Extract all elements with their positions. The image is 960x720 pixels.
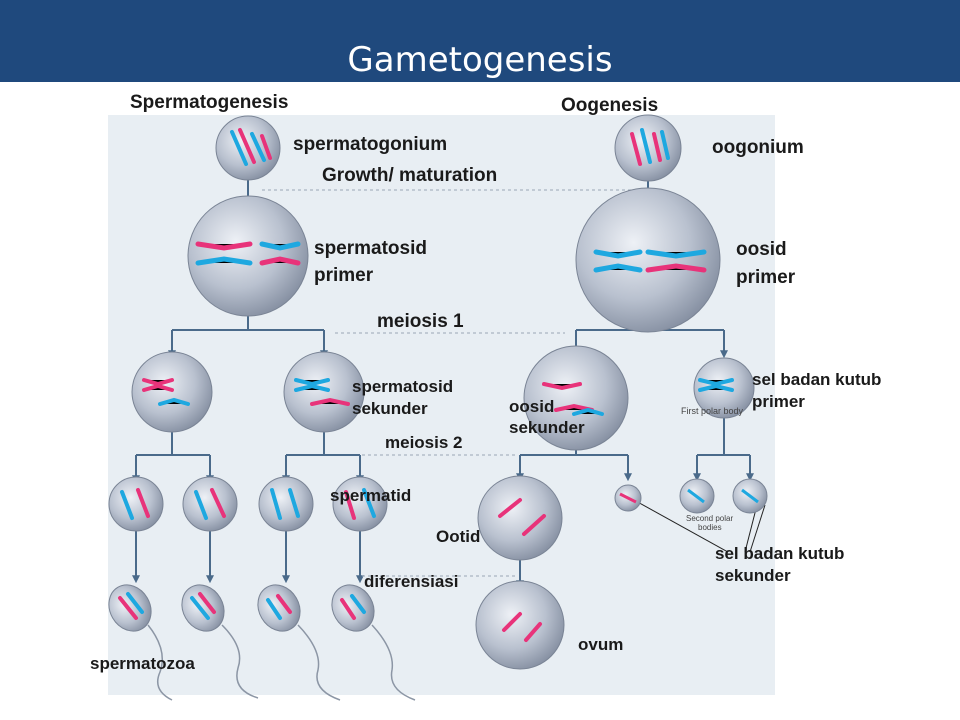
label-oosid-sekunder-line2: sekunder xyxy=(509,418,585,437)
cell-spermatid-1 xyxy=(108,476,164,532)
label-oogonium: oogonium xyxy=(712,137,804,158)
slide-title: Gametogenesis xyxy=(347,40,613,80)
cell-spermatid-4 xyxy=(332,476,388,532)
polar-body-pointer-lines xyxy=(633,499,766,553)
cell-polar-body-secondary-2 xyxy=(679,478,715,514)
label-growth-maturation: Growth/ maturation xyxy=(322,165,498,186)
cell-polar-body-primer xyxy=(693,357,755,419)
cell-spermatid-2 xyxy=(182,476,238,532)
label-polar-body-primer-line1: sel badan kutub xyxy=(752,370,882,389)
label-spermatozoa: spermatozoa xyxy=(90,654,195,673)
label-spermatogonium: spermatogonium xyxy=(293,134,448,155)
label-polar-body-primer-line2: primer xyxy=(752,392,805,411)
label-spermatosid-sekunder-line2: sekunder xyxy=(352,399,428,418)
label-first-polar-body: First polar body xyxy=(681,406,744,416)
cell-ootid xyxy=(477,475,563,561)
cell-spermatozoon-4 xyxy=(331,584,375,632)
label-second-polar-bodies-line2: bodies xyxy=(698,523,722,532)
label-spermatosid-sekunder-line1: spermatosid xyxy=(352,377,454,396)
cell-polar-body-secondary-3 xyxy=(732,478,768,514)
label-spermatid: spermatid xyxy=(330,486,412,505)
cell-spermatosid-sekunder-1 xyxy=(131,351,213,433)
label-meiosis-2: meiosis 2 xyxy=(385,433,463,452)
label-diferensiasi: diferensiasi xyxy=(364,572,459,591)
cell-polar-body-secondary-1 xyxy=(614,484,642,512)
cell-spermatosid-primer xyxy=(187,195,309,317)
cell-ovum xyxy=(475,580,565,670)
label-spermatosid-primer-line2: primer xyxy=(314,265,374,286)
cell-spermatid-3 xyxy=(258,476,314,532)
title-bar xyxy=(0,0,960,82)
dashed-guide-lines xyxy=(262,189,634,577)
label-oogenesis: Oogenesis xyxy=(561,95,659,116)
sperm-tails xyxy=(147,624,416,701)
label-meiosis-1: meiosis 1 xyxy=(377,311,464,332)
label-polar-body-sekunder-line1: sel badan kutub xyxy=(715,544,845,563)
cell-spermatosid-sekunder-2 xyxy=(283,351,365,433)
cell-spermatozoon-1 xyxy=(108,584,152,632)
cell-spermatogonium xyxy=(215,115,281,181)
label-oosid-primer-line2: primer xyxy=(736,267,796,288)
label-oosid-primer-line1: oosid xyxy=(736,239,787,260)
cell-spermatozoon-2 xyxy=(181,584,225,632)
cell-oogonium xyxy=(614,114,682,182)
label-polar-body-sekunder-line2: sekunder xyxy=(715,566,791,585)
label-ootid: Ootid xyxy=(436,527,481,546)
label-ovum: ovum xyxy=(578,635,624,654)
label-spermatogenesis: Spermatogenesis xyxy=(130,92,289,113)
label-spermatosid-primer-line1: spermatosid xyxy=(314,238,427,259)
cell-oosid-primer xyxy=(575,187,721,333)
label-oosid-sekunder-line1: oosid xyxy=(509,397,555,416)
cell-spermatozoon-3 xyxy=(257,584,301,632)
label-second-polar-bodies-line1: Second polar xyxy=(686,514,734,523)
cell-oosid-sekunder xyxy=(523,345,629,451)
